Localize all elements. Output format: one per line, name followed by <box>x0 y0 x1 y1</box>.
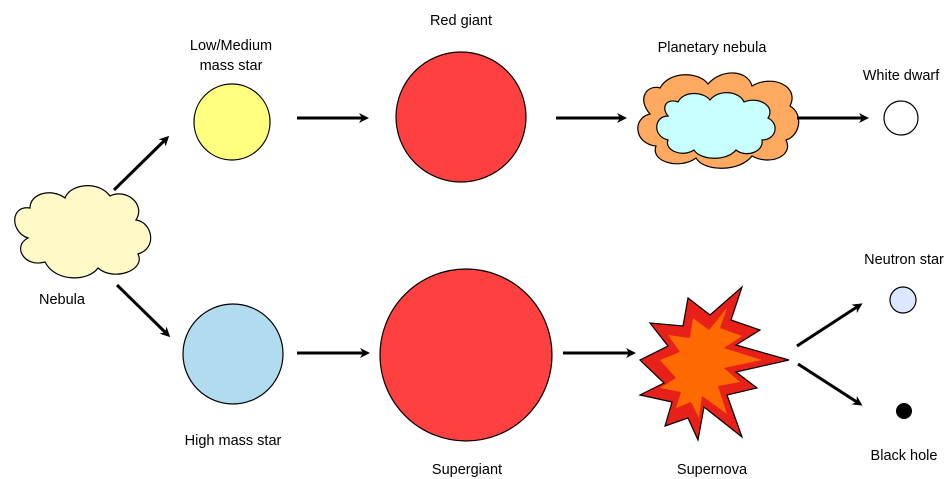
nebula-label: Nebula <box>39 292 86 308</box>
arrow-nebula-to-high-mass <box>117 285 168 335</box>
nebula-cloud <box>15 186 151 278</box>
high-mass-star <box>183 304 283 404</box>
supergiant-label: Supergiant <box>432 462 502 478</box>
red-giant-label: Red giant <box>430 13 492 29</box>
black-hole <box>896 403 912 419</box>
low-medium-mass-star-label-line1: Low/Medium <box>190 38 272 54</box>
red-giant <box>396 52 526 182</box>
arrow-supernova-to-neutron-star <box>797 305 860 346</box>
planetary-nebula-inner <box>657 93 775 159</box>
neutron-star-label: Neutron star <box>864 252 944 268</box>
high-mass-star-label: High mass star <box>185 433 282 449</box>
low-medium-mass-star <box>194 84 270 160</box>
arrow-supernova-to-black-hole <box>798 364 860 404</box>
neutron-star <box>890 287 916 313</box>
arrow-nebula-to-low-medium <box>114 138 167 190</box>
white-dwarf <box>884 101 918 135</box>
black-hole-label: Black hole <box>871 448 938 464</box>
white-dwarf-label: White dwarf <box>863 68 941 84</box>
planetary-nebula-label: Planetary nebula <box>658 40 768 56</box>
supernova-label: Supernova <box>677 462 748 478</box>
low-medium-mass-star-label-line2: mass star <box>200 58 263 74</box>
supergiant <box>380 269 552 441</box>
